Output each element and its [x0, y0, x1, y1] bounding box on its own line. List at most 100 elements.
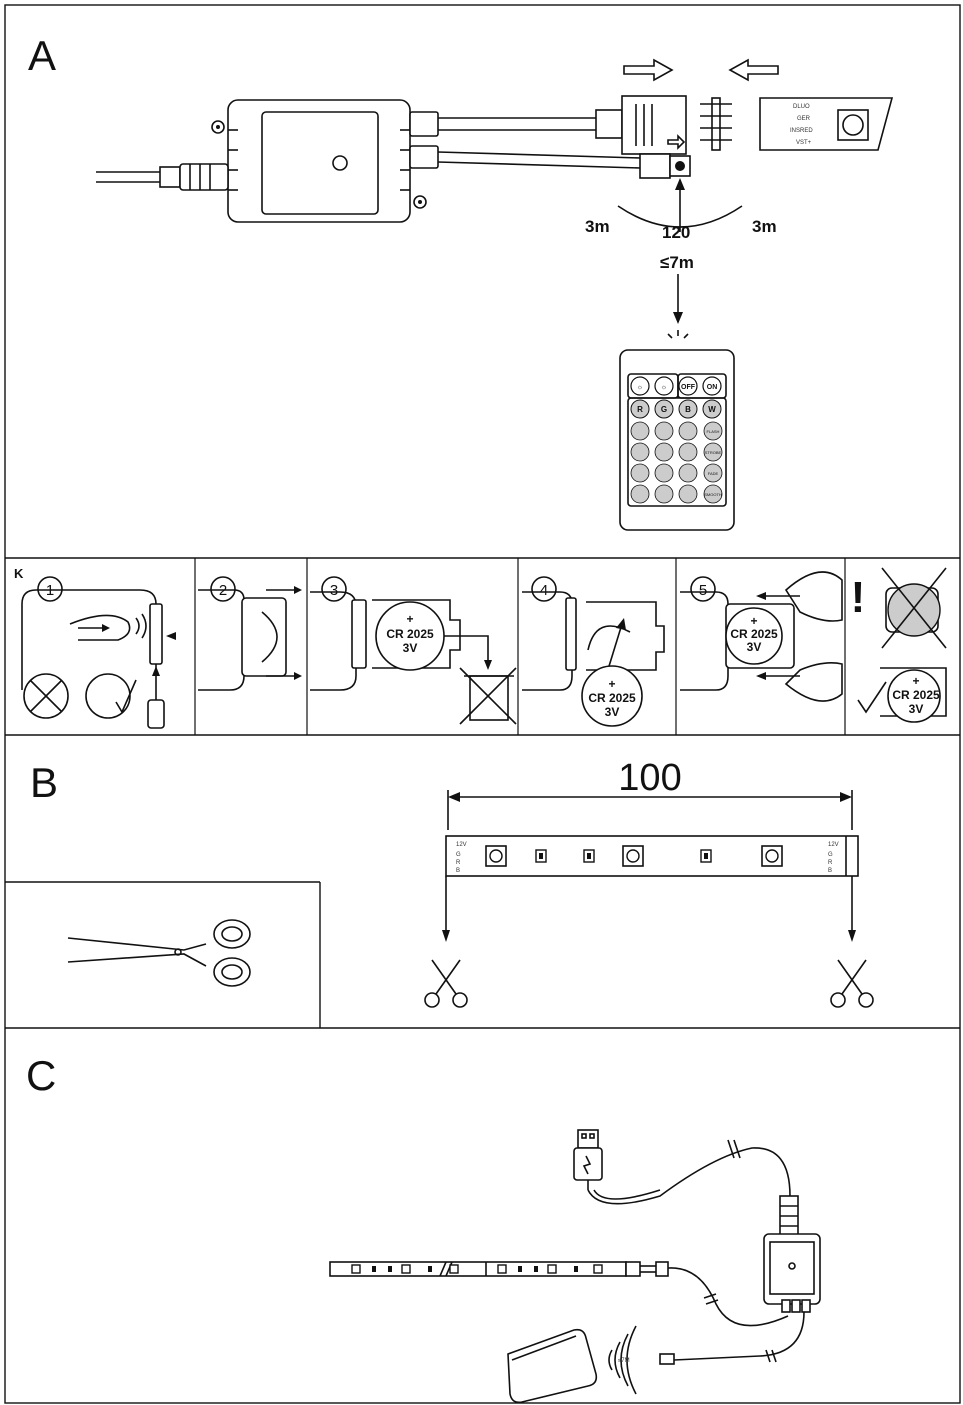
battery-voltage-label: 3V	[605, 705, 620, 719]
resistor	[518, 1266, 522, 1272]
pin-connector	[700, 97, 732, 151]
led-chip	[593, 1264, 603, 1274]
section-label-a: A	[28, 32, 56, 79]
remote-button-label: W	[708, 405, 716, 414]
remote-color-button[interactable]	[678, 442, 698, 462]
remote-button-label: R	[637, 405, 643, 414]
step-number: 3	[330, 582, 338, 599]
battery-plus-label: +	[406, 612, 413, 626]
ir-signal-waves-icon	[608, 1325, 637, 1395]
remote-control-side-view	[507, 1328, 598, 1404]
remote-color-button[interactable]	[702, 399, 722, 419]
arrow-down-icon	[673, 312, 683, 324]
remote-color-button[interactable]	[678, 399, 698, 419]
usb-cable-edge	[593, 1189, 661, 1200]
remote-color-button[interactable]	[630, 463, 650, 483]
usb-cable	[587, 1147, 791, 1205]
remote-color-button[interactable]	[654, 399, 674, 419]
remote-color-button[interactable]	[630, 421, 650, 441]
led-chip	[351, 1264, 361, 1274]
remote-color-button[interactable]	[678, 421, 698, 441]
wrong-battery-icon	[887, 583, 941, 637]
resistor	[372, 1266, 376, 1272]
remote-button-label: FADE	[708, 471, 719, 476]
remote-color-button[interactable]	[678, 463, 698, 483]
remote-button[interactable]	[702, 376, 722, 396]
battery-model-label: CR 2025	[588, 691, 636, 705]
remote-mode-button[interactable]	[703, 484, 723, 504]
tray-reinsert-illustration: + CR 2025 3V	[680, 571, 843, 702]
remote-button-label: ☼	[637, 384, 643, 391]
led-lens	[626, 849, 640, 863]
section-label-b: B	[30, 759, 58, 806]
remote-color-button[interactable]	[654, 463, 674, 483]
step-panel-dividers	[194, 558, 846, 735]
step-2: 2	[210, 576, 236, 602]
step-4: 4	[531, 576, 557, 602]
resistor	[574, 1266, 578, 1272]
remote-button[interactable]	[678, 376, 698, 396]
ir-signal-icon	[667, 330, 689, 339]
resistor	[428, 1266, 432, 1272]
remote-color-button[interactable]	[654, 484, 674, 504]
remote-color-button[interactable]	[630, 484, 650, 504]
resistor-body	[539, 853, 543, 859]
battery-plus-label: +	[912, 674, 919, 688]
resistor	[534, 1266, 538, 1272]
remote-color-button[interactable]	[654, 421, 674, 441]
remote-button[interactable]	[630, 376, 650, 396]
pad-label: R	[828, 860, 833, 866]
resistor-body	[704, 853, 708, 859]
remote-button-label: SMOOTH	[704, 492, 722, 497]
pad-label: R	[456, 860, 461, 866]
led-chip	[497, 1264, 507, 1274]
led-chip	[547, 1264, 557, 1274]
warning-panel: ! + CR 2025 3V	[851, 567, 947, 723]
ir-receiver-cable-c	[673, 1311, 805, 1361]
pad-label: B	[456, 868, 460, 874]
ir-receiver-head	[659, 1353, 675, 1365]
warning-icon: !	[851, 573, 866, 622]
pad-label: G	[828, 852, 833, 858]
pad-label: G	[456, 852, 461, 858]
pad-label: B	[828, 868, 832, 874]
remote-button-label: B	[685, 405, 691, 414]
remote-button-label: STROBE	[705, 450, 722, 455]
section-label-k: K	[14, 566, 24, 581]
cable-break-mark	[727, 1139, 735, 1159]
remote-color-button[interactable]	[678, 484, 698, 504]
pad-label: 12V	[828, 842, 839, 848]
step-5: 5	[690, 576, 716, 602]
power-input-cable	[96, 163, 229, 191]
battery-model-label: CR 2025	[386, 627, 434, 641]
cable-break-mark	[703, 1293, 717, 1299]
battery-tray-illustration	[198, 586, 302, 691]
led-chip	[449, 1264, 459, 1274]
remote-color-button[interactable]	[630, 442, 650, 462]
remote-button[interactable]	[654, 376, 674, 396]
remote-mode-button[interactable]	[703, 421, 723, 441]
arrow-down-icon	[442, 930, 450, 942]
range-label-c: ≤7M	[618, 1358, 630, 1364]
led-chip	[761, 845, 783, 867]
remote-color-button[interactable]	[654, 442, 674, 462]
remote-color-button[interactable]	[630, 399, 650, 419]
remote-mode-button[interactable]	[703, 463, 723, 483]
arrow-left-icon	[728, 58, 779, 82]
remote-mode-button[interactable]	[703, 442, 723, 462]
distance-left-label: 3m	[585, 217, 610, 236]
remote-button-label: OFF	[681, 384, 696, 391]
step-1: 1	[37, 576, 63, 602]
cable-break-mark	[733, 1139, 741, 1159]
remote-button-label: ON	[707, 384, 718, 391]
scissors-icon	[830, 959, 874, 1008]
led-chip	[401, 1264, 411, 1274]
remote-button-label: G	[661, 405, 667, 414]
distance-right-label: 3m	[752, 217, 777, 236]
large-scissors-icon	[67, 919, 251, 987]
strip-end-segment: DLUO GER INSRED VST+	[759, 97, 894, 151]
remote-button-label: ☼	[661, 384, 667, 391]
controller-box	[211, 99, 427, 223]
